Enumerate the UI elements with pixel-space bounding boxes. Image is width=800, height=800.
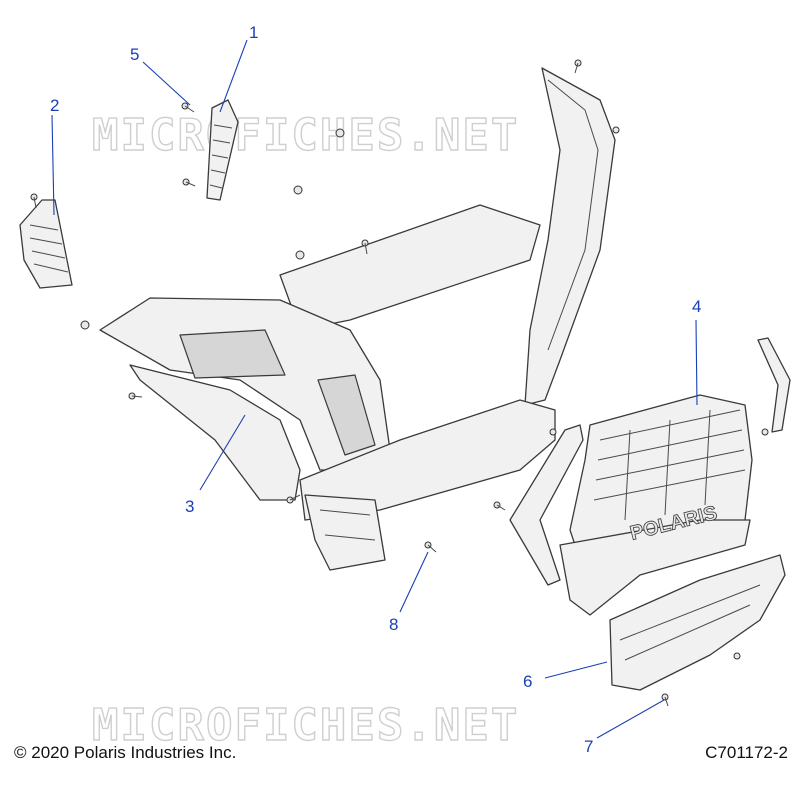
lower-skid-panel <box>609 554 786 691</box>
leader-4 <box>695 319 698 406</box>
callout-7: 7 <box>584 737 593 756</box>
callout-6: 6 <box>523 672 532 691</box>
figure-id: C701172-2 <box>705 743 788 762</box>
watermark-top: MICROFICHES.NET <box>92 110 519 161</box>
leader-1 <box>219 39 248 113</box>
leader-5 <box>142 61 191 106</box>
front-bumper-frame <box>99 67 616 571</box>
vent-strip <box>206 99 239 201</box>
front-grille: POLARIS <box>559 394 753 616</box>
copyright-text: © 2020 Polaris Industries Inc. <box>14 743 237 762</box>
callout-3: 3 <box>185 497 194 516</box>
callout-4: 4 <box>692 297 701 316</box>
grille-trim-left <box>509 424 584 586</box>
leader-6 <box>544 661 608 679</box>
leader-7 <box>596 699 665 739</box>
leader-3 <box>199 414 246 491</box>
callout-1: 1 <box>249 23 258 42</box>
fasteners <box>30 59 769 707</box>
side-vent <box>19 199 73 289</box>
leader-8 <box>399 551 429 613</box>
callout-8: 8 <box>389 615 398 634</box>
watermark-bottom: MICROFICHES.NET <box>92 700 519 751</box>
callout-2: 2 <box>50 96 59 115</box>
leader-2 <box>51 114 55 216</box>
grille-trim-right <box>757 337 791 433</box>
callout-5: 5 <box>130 45 139 64</box>
